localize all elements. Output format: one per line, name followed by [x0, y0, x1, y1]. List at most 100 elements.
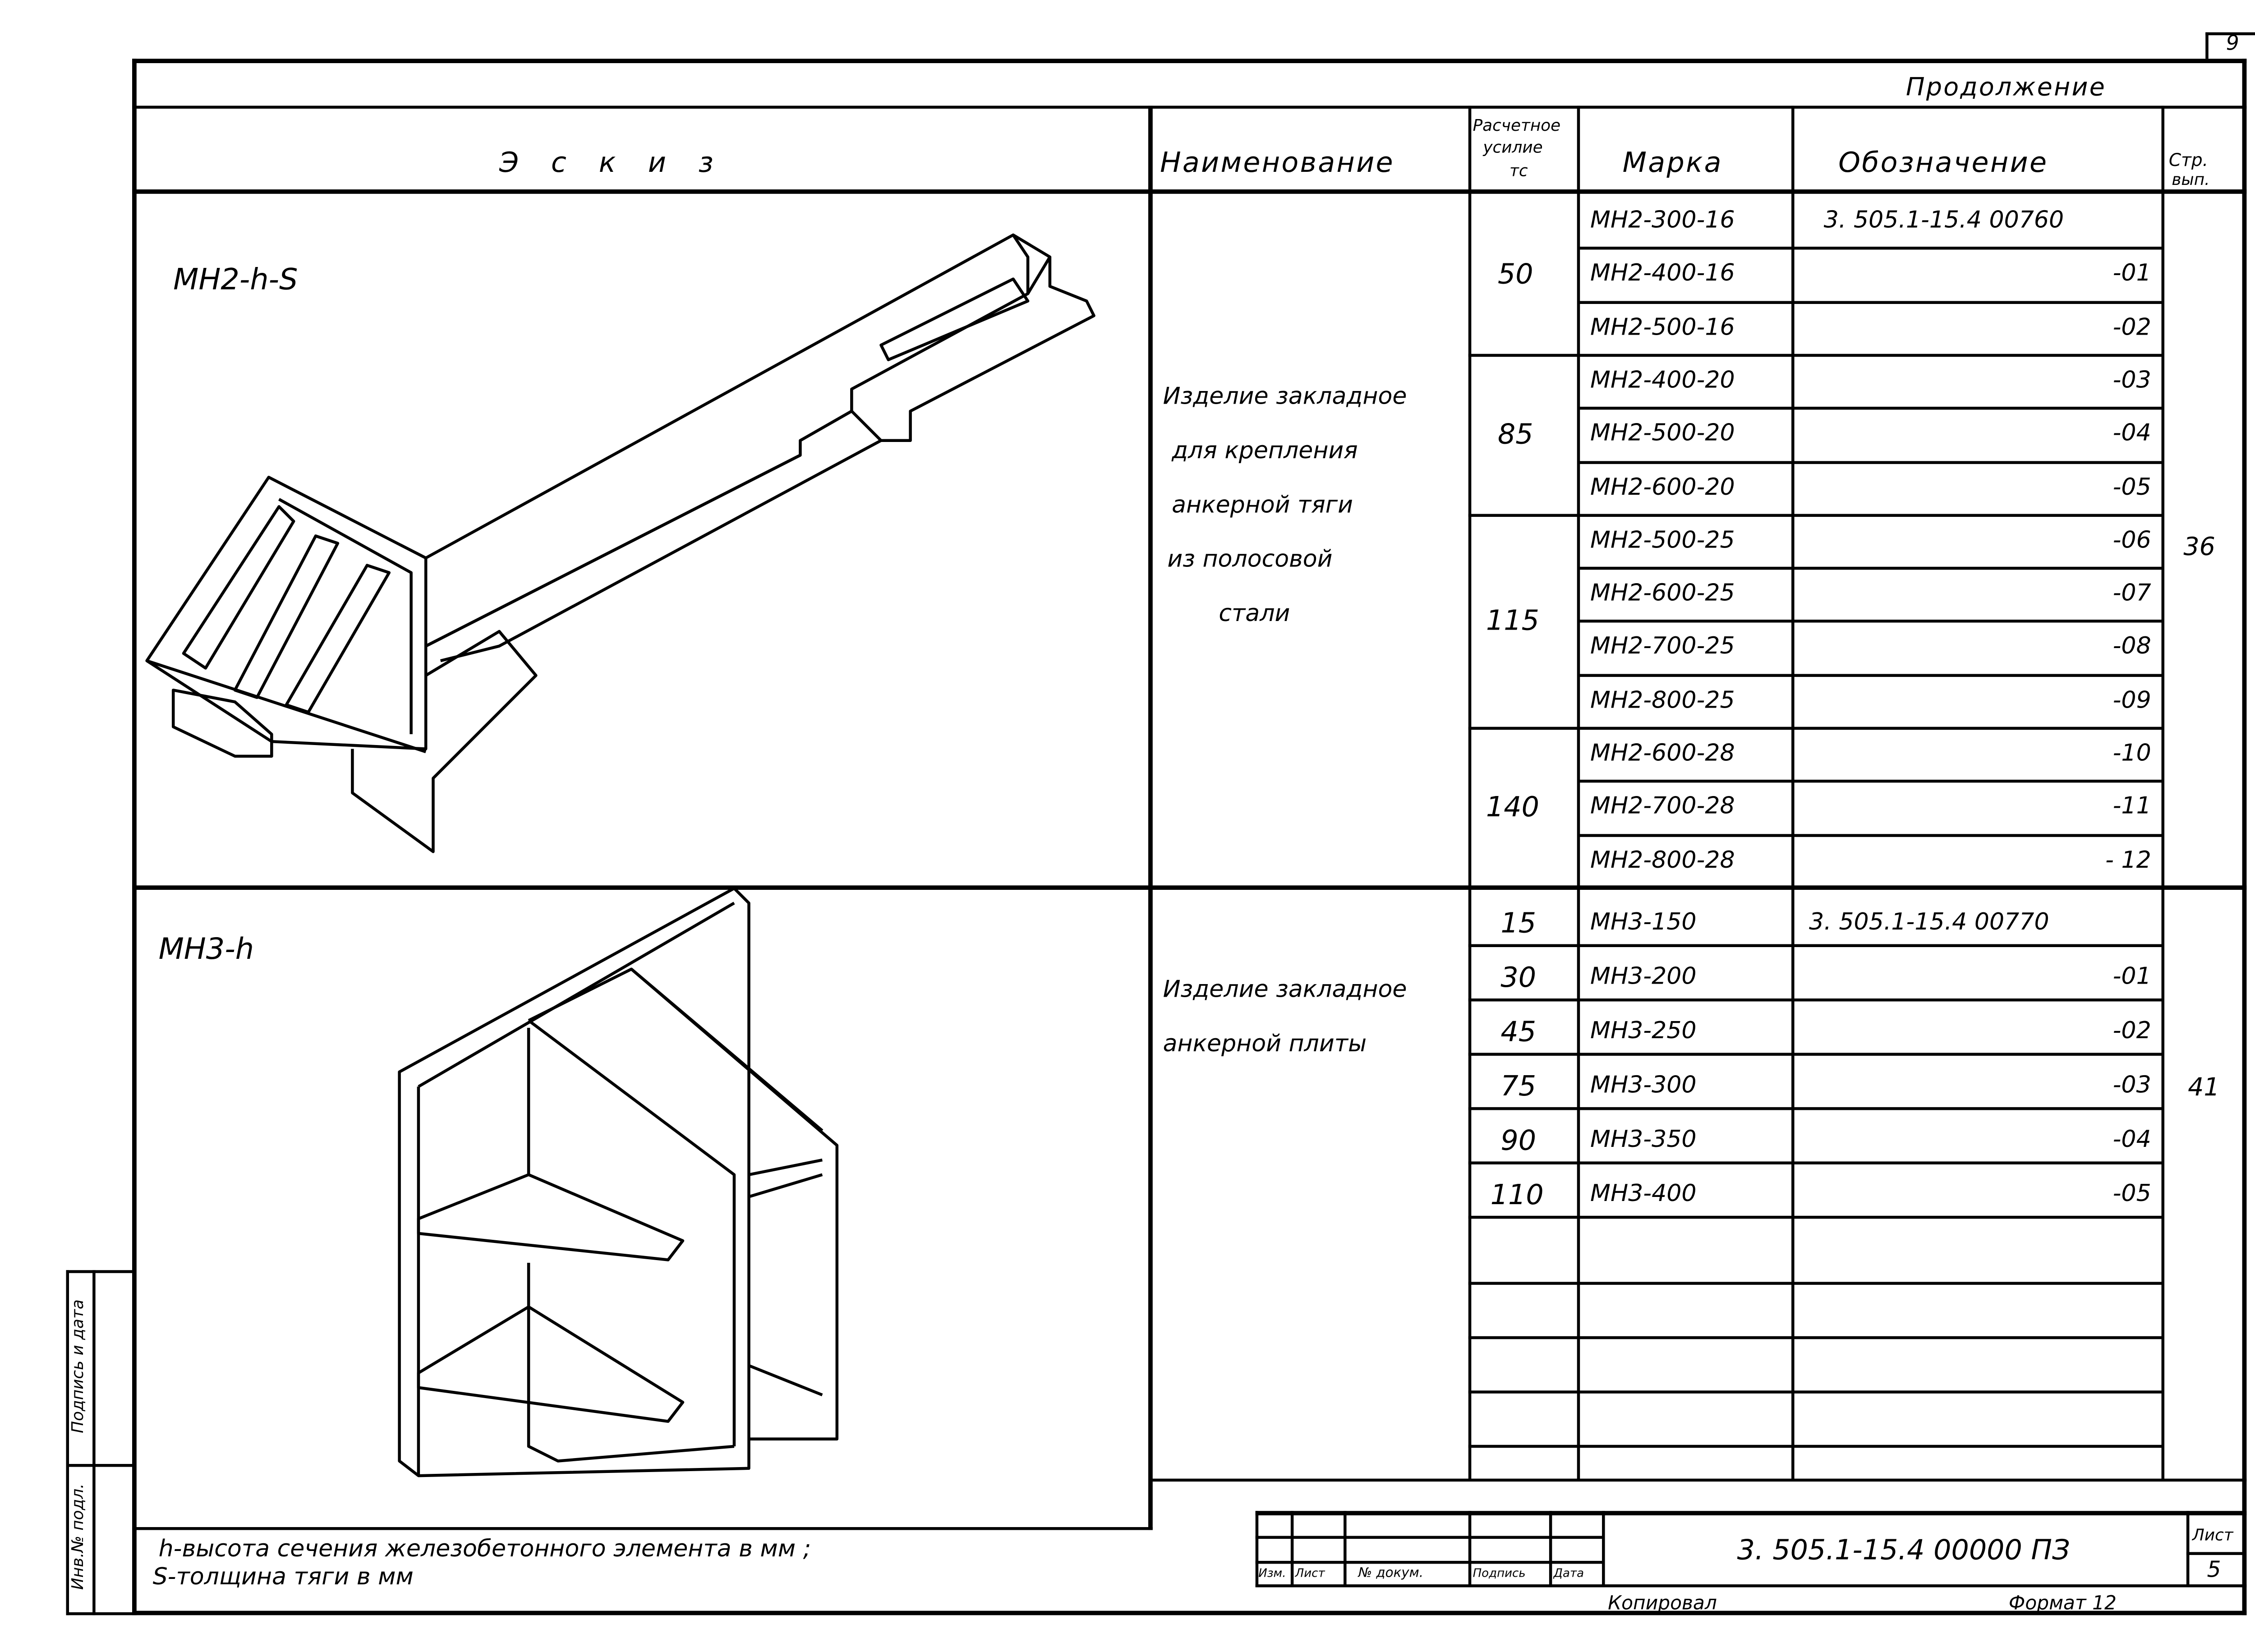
designation-cell: -05: [2112, 1179, 2151, 1207]
item-name-line: для крепления: [1172, 436, 1358, 464]
tb-col-izm: Изм.: [1258, 1566, 1286, 1580]
sketch-header: Э с к и з: [499, 147, 725, 179]
row-divider: [1578, 354, 2163, 357]
row-divider: [1578, 513, 2163, 517]
corner-sheet-number: 9: [2226, 32, 2239, 56]
mark-cell: МН3-250: [1590, 1016, 1697, 1044]
note-s: S-толщина тяги в мм: [152, 1562, 414, 1591]
mark-cell: МН3-350: [1590, 1124, 1697, 1153]
mark-cell: МН2-500-20: [1590, 419, 1735, 447]
row-divider: [1578, 460, 2163, 464]
mark-cell: МН3-200: [1590, 962, 1697, 990]
force-header-2: усилие: [1483, 138, 1543, 157]
item-name-line: Изделие закладное: [1163, 975, 1407, 1003]
stamp-inv-number: Инв.№ подл.: [68, 1483, 87, 1590]
designation-cell: -02: [2112, 1016, 2151, 1044]
mark-cell: МН2-700-28: [1590, 791, 1735, 820]
row-divider: [1468, 1336, 2163, 1339]
designation-cell: - 12: [2105, 845, 2151, 873]
tb-col-list: Лист: [1295, 1566, 1325, 1580]
force-cell: 115: [1486, 605, 1539, 638]
format-label: Формат 12: [2008, 1593, 2117, 1615]
frame-bottom: [132, 1611, 2247, 1615]
sketch-label-mn3: МН3-h: [158, 931, 254, 966]
item-name-line: Изделие закладное: [1163, 382, 1407, 410]
item-name-line: анкерной тяги: [1172, 490, 1353, 519]
item-name-line: анкерной плиты: [1163, 1029, 1367, 1058]
note-h: h-высота сечения железобетонного элемент…: [158, 1534, 811, 1563]
mark-cell: МН2-600-25: [1590, 579, 1735, 607]
row-divider: [1468, 1445, 2163, 1448]
mn2-isometric-sketch: [145, 233, 1095, 853]
force-header-1: Расчетное: [1473, 116, 1561, 135]
force-header-3: тс: [1509, 161, 1528, 181]
group-divider: [1468, 513, 1578, 517]
mark-cell: МН2-800-28: [1590, 845, 1735, 873]
tb-col-date: Дата: [1553, 1566, 1584, 1580]
designation-cell: -07: [2112, 579, 2151, 607]
mark-cell: МН2-600-28: [1590, 738, 1735, 767]
page-header-1: Стр.: [2168, 150, 2209, 170]
designation-cell: -04: [2112, 1124, 2151, 1153]
frame-top: [132, 59, 2247, 63]
mark-cell: МН2-400-20: [1590, 365, 1735, 394]
mark-cell: МН3-400: [1590, 1179, 1697, 1207]
frame-right: [2242, 59, 2247, 1615]
item-name-line: из полосовой: [1167, 544, 1333, 573]
row-divider: [1578, 567, 2163, 570]
row-divider: [1468, 1107, 2163, 1110]
designation-cell: -03: [2112, 1070, 2151, 1099]
force-cell: 110: [1490, 1179, 1544, 1212]
force-cell: 50: [1497, 259, 1533, 292]
page-ref: 36: [2183, 533, 2215, 562]
row-divider: [1578, 300, 2163, 304]
force-cell: 75: [1500, 1070, 1537, 1103]
designation-cell: -01: [2112, 258, 2151, 287]
page-header-2: вып.: [2172, 170, 2210, 189]
row-divider: [1468, 944, 2163, 947]
mark-cell: МН2-300-16: [1590, 205, 1735, 234]
mark-cell: МН2-500-25: [1590, 525, 1735, 553]
designation-cell: -01: [2112, 962, 2151, 990]
mark-cell: МН2-400-16: [1590, 258, 1735, 287]
row-divider: [1468, 1215, 2163, 1219]
name-header: Наименование: [1160, 147, 1394, 179]
row-divider: [1578, 407, 2163, 410]
mark-cell: МН2-700-25: [1590, 632, 1735, 660]
mark-header: Марка: [1622, 147, 1723, 179]
force-cell: 45: [1500, 1016, 1537, 1049]
document-code: 3. 505.1-15.4 00000 ПЗ: [1737, 1534, 2070, 1567]
designation-cell: -08: [2112, 632, 2151, 660]
designation-cell: -05: [2112, 472, 2151, 500]
force-cell: 90: [1500, 1124, 1537, 1157]
row-divider: [1578, 247, 2163, 250]
row-divider: [1578, 727, 2163, 730]
continuation-label: Продолжение: [1906, 73, 2107, 103]
designation-cell: 3. 505.1-15.4 00760: [1823, 205, 2064, 234]
row-divider: [1578, 833, 2163, 837]
force-cell: 85: [1497, 419, 1533, 451]
sheet-label: Лист: [2192, 1525, 2233, 1545]
mark-cell: МН2-800-25: [1590, 685, 1735, 713]
row-divider: [1578, 620, 2163, 623]
force-cell: 30: [1500, 962, 1537, 994]
row-divider: [1578, 780, 2163, 783]
designation-cell: -06: [2112, 525, 2151, 553]
mark-cell: МН2-600-20: [1590, 472, 1735, 500]
sheet-number: 5: [2207, 1556, 2221, 1583]
designation-cell: -11: [2112, 791, 2151, 820]
tb-col-doc: № докум.: [1358, 1566, 1424, 1582]
designation-cell: 3. 505.1-15.4 00770: [1809, 907, 2049, 935]
tb-col-sign: Подпись: [1473, 1566, 1526, 1580]
group-divider: [1468, 727, 1578, 730]
designation-cell: -10: [2112, 738, 2151, 767]
item-name-line: стали: [1219, 599, 1290, 627]
mn3-isometric-sketch: [398, 887, 839, 1477]
force-cell: 140: [1486, 792, 1539, 824]
row-divider: [1468, 1390, 2163, 1394]
designation-cell: -02: [2112, 312, 2151, 341]
row-divider: [1468, 1053, 2163, 1056]
group-divider: [1468, 354, 1578, 357]
designation-cell: -09: [2112, 685, 2151, 713]
